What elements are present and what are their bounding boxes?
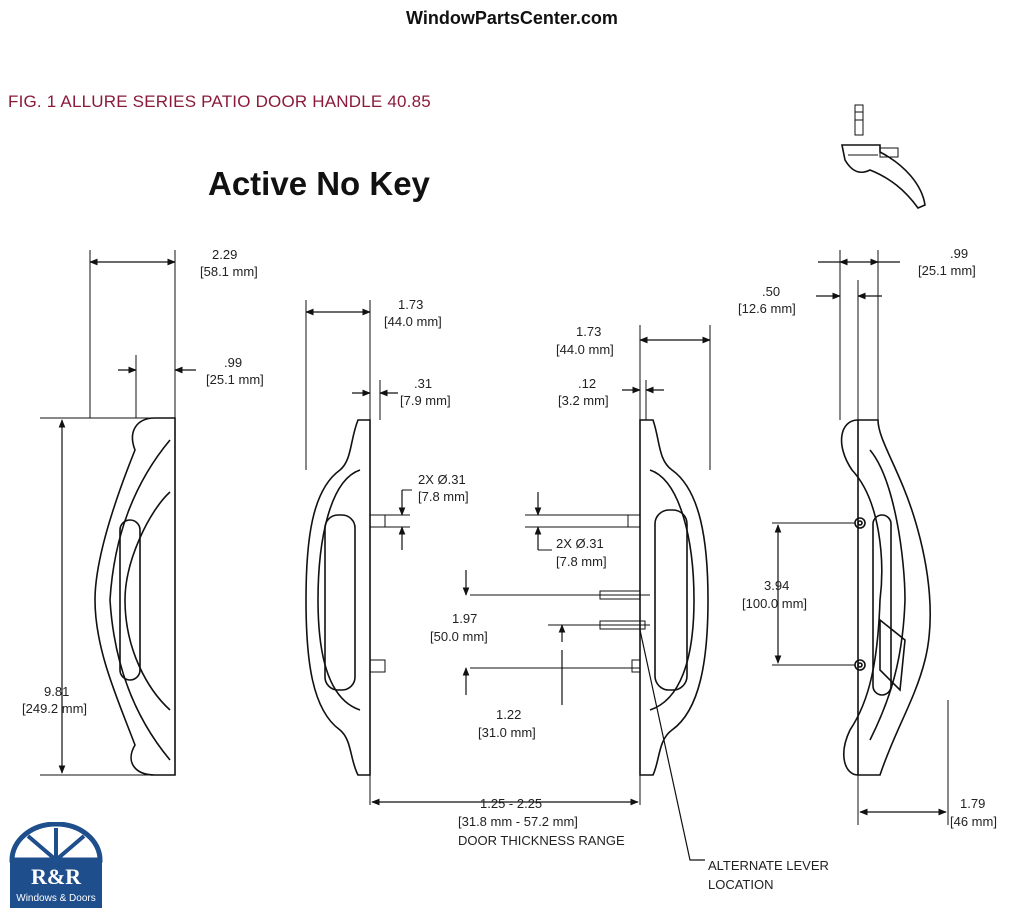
dim-9-81: 9.81 (44, 684, 69, 699)
dim-50mm: [50.0 mm] (430, 629, 488, 644)
logo-subtitle: Windows & Doors (16, 893, 95, 904)
dim-door-thickness: 1.25 - 2.25 (480, 796, 542, 811)
dim-door-thickness-mm: [31.8 mm - 57.2 mm] (458, 814, 578, 829)
alt-lever-label-2: LOCATION (708, 877, 774, 892)
dim-12: .12 (578, 376, 596, 391)
side-view-handle-right (470, 325, 711, 805)
dim-44mm-right: [44.0 mm] (556, 342, 614, 357)
door-thickness-caption: DOOR THICKNESS RANGE (458, 833, 625, 848)
figure-title: FIG. 1 ALLURE SERIES PATIO DOOR HANDLE 4… (8, 92, 431, 111)
dim-25-1mm: [25.1 mm] (206, 372, 264, 387)
lever-sketch (841, 104, 926, 209)
rear-view-handle (772, 250, 949, 825)
dim-7-8mm-left: [7.8 mm] (418, 489, 469, 504)
alt-lever-label: ALTERNATE LEVER (708, 858, 829, 873)
dim-58-1mm: [58.1 mm] (200, 264, 258, 279)
dim-44mm-left: [44.0 mm] (384, 314, 442, 329)
dim-3-94: 3.94 (764, 578, 789, 593)
dim-2x-hole-right: 2X Ø.31 (556, 536, 604, 551)
dim-46mm: [46 mm] (950, 814, 997, 829)
dim-99: .99 (224, 355, 242, 370)
dim-1-97: 1.97 (452, 611, 477, 626)
dim-2-29: 2.29 (212, 247, 237, 262)
front-view-handle (40, 250, 176, 776)
dim-12-6mm: [12.6 mm] (738, 301, 796, 316)
dimension-labels: 2.29 [58.1 mm] .99 [25.1 mm] 9.81 [249.2… (22, 246, 997, 892)
dim-50: .50 (762, 284, 780, 299)
dim-2x-hole-left: 2X Ø.31 (418, 472, 466, 487)
rr-logo: R&R Windows & Doors (8, 822, 104, 910)
page-heading: Active No Key (208, 165, 430, 202)
dim-100mm: [100.0 mm] (742, 596, 807, 611)
dim-3-2mm: [3.2 mm] (558, 393, 609, 408)
dim-7-9mm: [7.9 mm] (400, 393, 451, 408)
dim-1-22: 1.22 (496, 707, 521, 722)
dim-249-2mm: [249.2 mm] (22, 701, 87, 716)
side-view-handle-left (305, 300, 386, 805)
logo-name: R&R (31, 864, 82, 889)
dim-99-right: .99 (950, 246, 968, 261)
dim-7-8mm-right: [7.8 mm] (556, 554, 607, 569)
dim-31: .31 (414, 376, 432, 391)
dim-1-79: 1.79 (960, 796, 985, 811)
site-name: WindowPartsCenter.com (406, 8, 618, 28)
dim-1-73-right: 1.73 (576, 324, 601, 339)
dim-25-1mm-right: [25.1 mm] (918, 263, 976, 278)
dim-31mm: [31.0 mm] (478, 725, 536, 740)
dim-1-73-left: 1.73 (398, 297, 423, 312)
